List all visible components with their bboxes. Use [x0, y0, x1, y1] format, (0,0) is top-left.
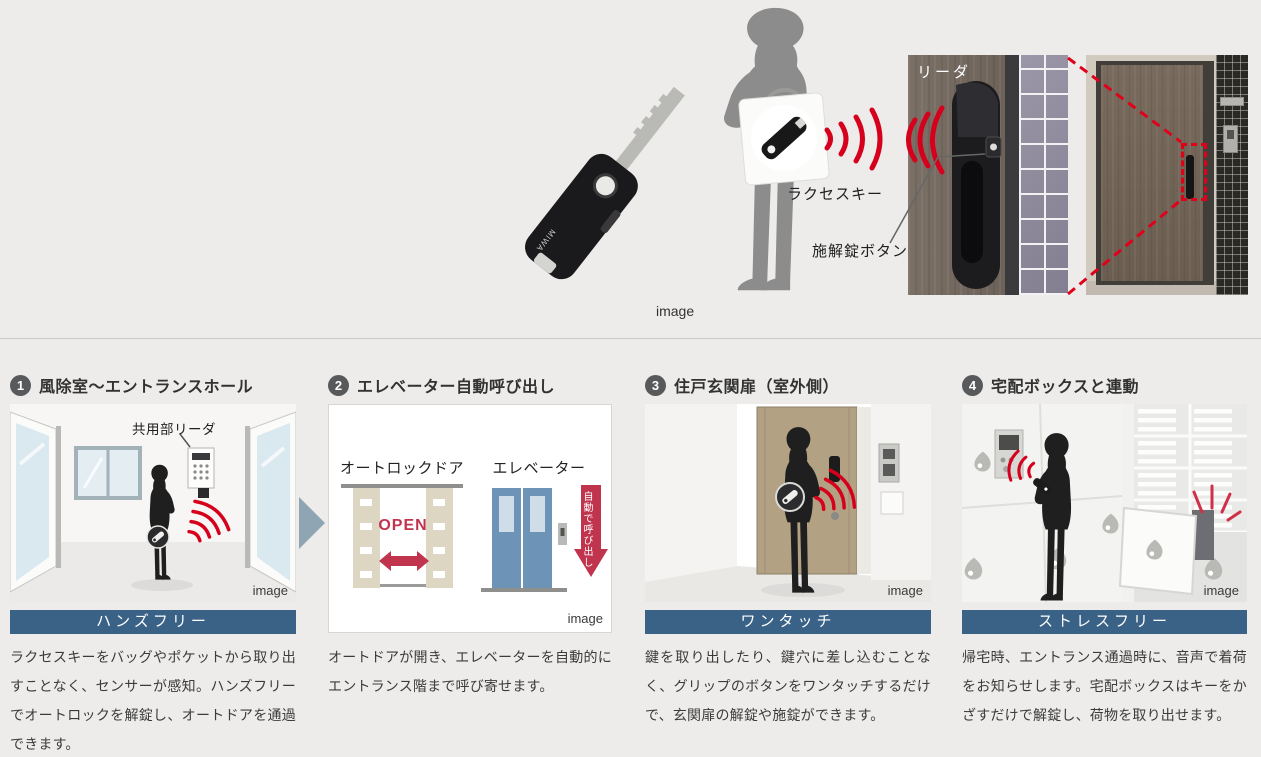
image-caption: image — [887, 583, 923, 598]
radio-waves-icon — [814, 468, 857, 512]
key-in-hand — [1033, 478, 1051, 494]
feature-4-banner: ストレスフリー — [962, 610, 1247, 634]
number-badge: 3 — [645, 374, 666, 396]
delivery-box-scene — [962, 404, 1247, 602]
auto-call-arrow — [581, 485, 601, 549]
autolock-door-label: オートロックドア — [339, 460, 464, 477]
image-caption: image — [252, 583, 288, 598]
next-step-arrow-icon — [299, 497, 325, 549]
elevator-label: エレベーター — [492, 460, 586, 477]
door-intercom — [1223, 125, 1238, 153]
auto-call-label: 自動で呼び出し — [581, 491, 592, 568]
key-blade — [612, 86, 685, 175]
entrance-hall-illustration: 共用部リーダ image — [10, 404, 296, 602]
radio-waves-icon — [824, 105, 945, 175]
door-grip-reader — [952, 81, 1002, 289]
door-edge — [1005, 55, 1019, 295]
feature-1-description: ラクセスキーをバッグやポケットから取り出すことなく、センサーが感知。ハンズフリー… — [10, 649, 296, 752]
mosaic-tile-column — [1216, 55, 1248, 295]
shared-reader-label: 共用部リーダ — [132, 422, 216, 437]
nameplate — [1220, 97, 1244, 106]
rakusesu-key-label: ラクセスキー — [787, 186, 884, 203]
feature-1-banner: ハンズフリー — [10, 610, 296, 634]
pointer-line — [889, 153, 986, 244]
zoom-callout-lines — [1067, 56, 1182, 296]
lock-unlock-button — [990, 143, 997, 151]
entrance-door-scene — [645, 404, 931, 602]
zoom-target-rect — [1181, 143, 1207, 201]
number-badge: 4 — [962, 374, 983, 396]
feature-2-heading: 2 エレベーター自動呼び出し — [328, 373, 555, 397]
entrance-door-illustration: image — [645, 404, 931, 602]
feature-2-description: オートドアが開き、エレベーターを自動的にエントランス階まで呼び寄せます。 — [328, 649, 612, 694]
delivery-box-illustration: image — [962, 404, 1247, 602]
key-in-bag — [761, 116, 807, 160]
lock-unlock-button-label: 施解錠ボタン — [812, 243, 909, 260]
feature-3-title: 住戸玄関扉（室外側） — [674, 379, 840, 396]
rakusesu-key-photo: MIWA — [525, 86, 685, 280]
radio-waves-icon — [1007, 449, 1036, 482]
hero-image-caption: image — [656, 303, 695, 319]
feature-4-heading: 4 宅配ボックスと連動 — [962, 373, 1139, 397]
radio-waves-icon — [187, 499, 231, 543]
feature-3-description: 鍵を取り出したり、鍵穴に差し込むことなく、グリップのボタンをワンタッチするだけで… — [645, 649, 931, 723]
feature-4-title: 宅配ボックスと連動 — [991, 379, 1140, 396]
small-door-handle — [1186, 155, 1194, 199]
open-label: OPEN — [378, 517, 428, 534]
image-caption: image — [1203, 583, 1239, 598]
feature-1-heading: 1 風除室〜エントランスホール — [10, 373, 253, 397]
reader-label: リーダ — [917, 64, 972, 81]
key-button — [533, 252, 557, 274]
section-divider — [0, 338, 1261, 339]
entrance-door-photo — [1086, 55, 1248, 295]
feature-2-title: エレベーター自動呼び出し — [357, 379, 556, 396]
reader-photo: リーダ — [908, 55, 1068, 295]
feature-4-description: 帰宅時、エントランス通過時に、音声で着荷をお知らせします。宅配ボックスはキーをか… — [962, 649, 1247, 723]
image-caption: image — [567, 611, 603, 626]
tile-wall — [1019, 55, 1068, 295]
entrance-hall-scene — [10, 404, 296, 602]
feature-3-heading: 3 住戸玄関扉（室外側） — [645, 373, 839, 397]
alert-burst-icon — [1192, 484, 1242, 522]
number-badge: 1 — [10, 374, 31, 396]
bag-with-key-illustration — [738, 88, 830, 186]
key-ring-hole — [592, 173, 618, 199]
elevator-call-illustration: オートロックドア エレベーター OPEN 自動で呼び出し image — [328, 404, 612, 633]
feature-1-title: 風除室〜エントランスホール — [39, 379, 254, 396]
elevator-call-scene — [341, 484, 608, 592]
open-double-arrow — [379, 551, 429, 571]
feature-3-banner: ワンタッチ — [645, 610, 931, 634]
number-badge: 2 — [328, 374, 349, 396]
